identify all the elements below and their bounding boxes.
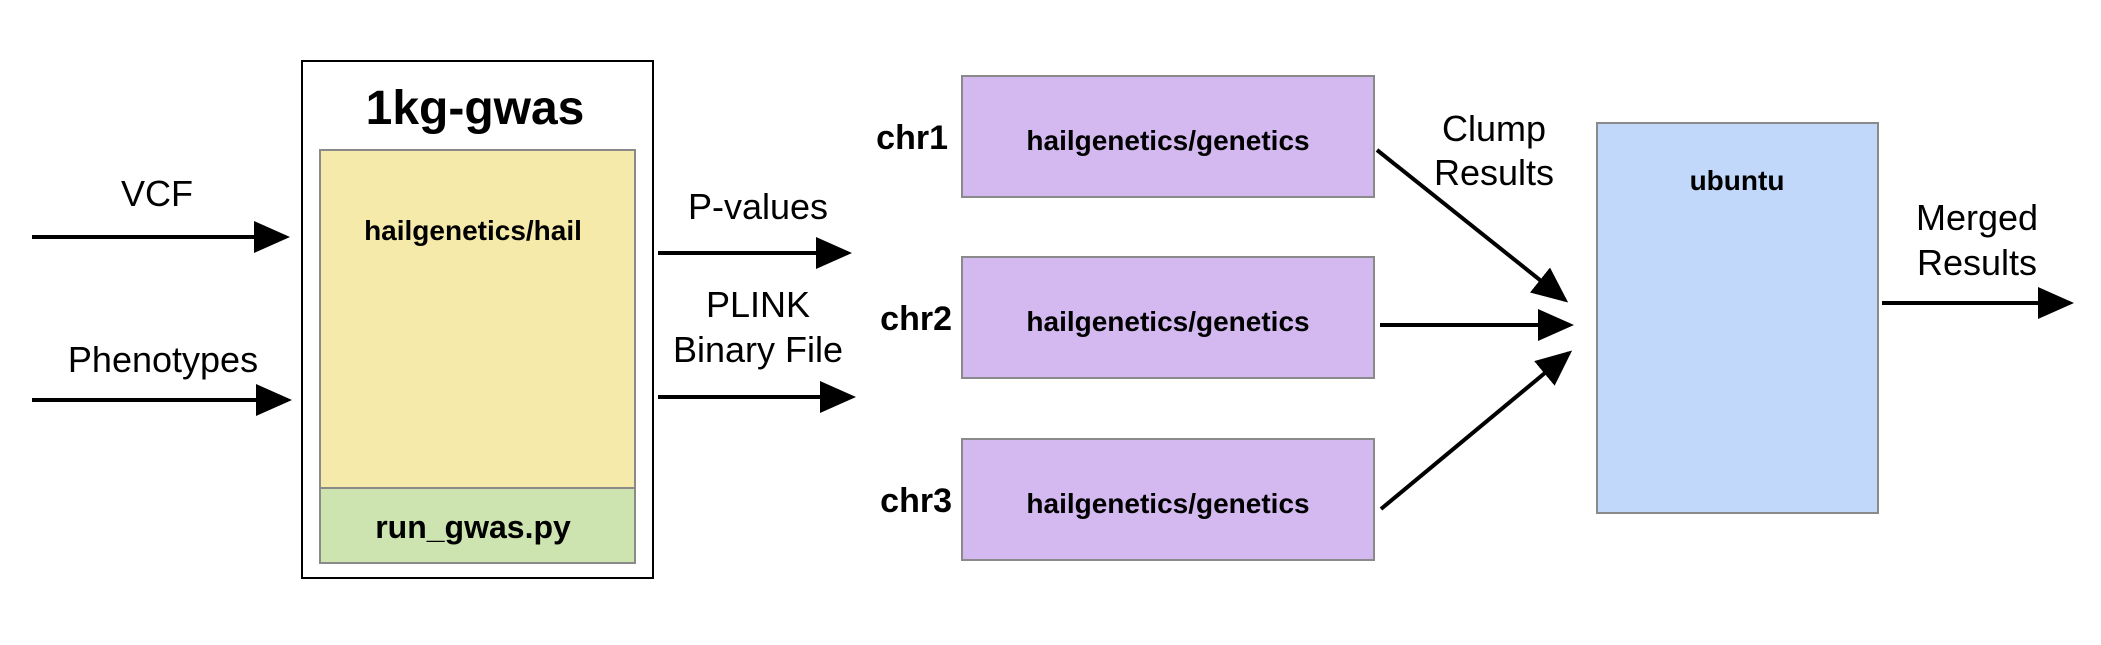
chr1-label: chr1: [876, 119, 948, 157]
chr3-genetics-box: [961, 438, 1375, 561]
chr2-genetics-box: [961, 256, 1375, 379]
pvalues-label: P-values: [688, 186, 828, 227]
ubuntu-merge-box: [1596, 122, 1879, 514]
chr1-genetics-label: hailgenetics/genetics: [1026, 125, 1309, 156]
chr3-label: chr3: [880, 482, 952, 520]
chr1-to-ubuntu-arrow: [1375, 148, 1569, 303]
chr3-to-ubuntu-arrow: [1379, 350, 1573, 511]
clump-results-label-line2: Results: [1434, 152, 1554, 193]
vcf-input-label: VCF: [121, 173, 193, 214]
ubuntu-image-label: ubuntu: [1690, 165, 1785, 196]
merged-results-label-line2: Results: [1917, 242, 2037, 283]
chr2-genetics-label: hailgenetics/genetics: [1026, 306, 1309, 337]
hail-image-label: hailgenetics/hail: [364, 215, 582, 246]
chr1-genetics-box: [961, 75, 1375, 198]
chr2-label: chr2: [880, 300, 952, 338]
plink-label-line1: PLINK: [706, 284, 810, 325]
hail-image-box: [319, 149, 636, 489]
plink-label-line2: Binary File: [673, 329, 843, 370]
run-gwas-script-label: run_gwas.py: [375, 509, 571, 545]
phenotypes-input-label: Phenotypes: [68, 339, 258, 380]
merged-results-label-line1: Merged: [1916, 197, 2038, 238]
run-gwas-script-box: [319, 487, 636, 564]
chr3-genetics-label: hailgenetics/genetics: [1026, 488, 1309, 519]
gwas-container-title: 1kg-gwas: [366, 82, 585, 135]
clump-results-label-line1: Clump: [1442, 108, 1546, 149]
